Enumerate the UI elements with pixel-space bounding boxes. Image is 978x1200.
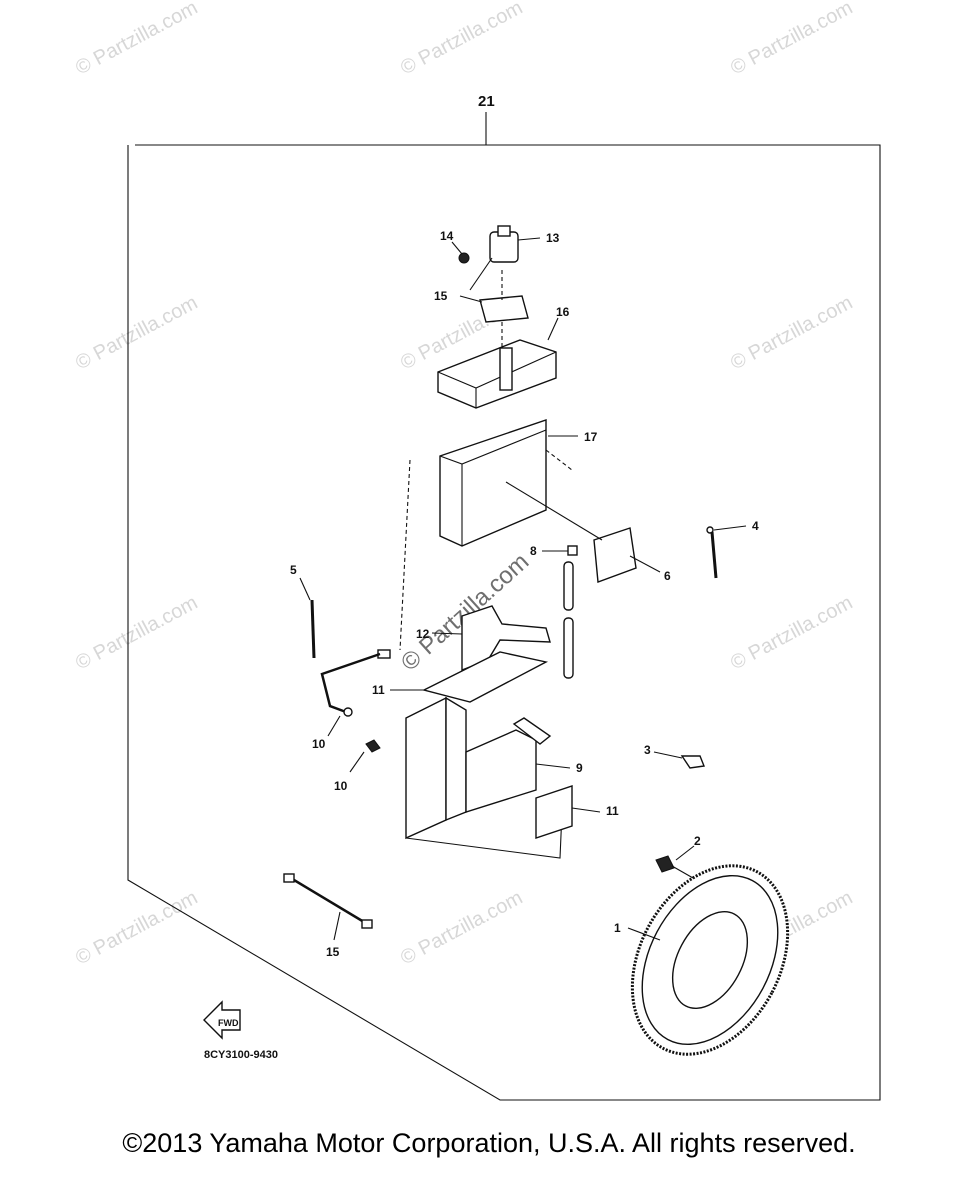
- battery-20: 17: [439, 419, 598, 547]
- callout-3: 3: [644, 743, 651, 757]
- sprocket-disc-1: 1: [614, 864, 790, 1056]
- watermark: © Partzilla.com: [397, 0, 526, 79]
- nut-8: 8: [530, 544, 578, 679]
- copyright-notice: ©2013 Yamaha Motor Corporation, U.S.A. A…: [122, 1128, 856, 1158]
- plate-11: 10 11: [535, 785, 619, 839]
- fwd-arrow-icon: FWD: [203, 1000, 241, 1040]
- callout-15-label: 15: [326, 945, 340, 959]
- pin-4: 4: [706, 519, 759, 579]
- lead-wire-14: 10: [312, 649, 391, 751]
- bolt-10: 10 10: [334, 739, 381, 793]
- fwd-label: FWD: [218, 1018, 239, 1028]
- callout-19: 15: [434, 289, 448, 303]
- cable-15: 12 15: [283, 873, 373, 959]
- callout-4: 4: [752, 519, 759, 533]
- assembly-frame: 21: [127, 93, 881, 1101]
- watermark: © Partzilla.com: [72, 887, 201, 970]
- callout-1: 1: [614, 921, 621, 935]
- callout-5: 5: [290, 563, 297, 577]
- callout-14: 10: [312, 737, 326, 751]
- watermark: © Partzilla.com: [72, 292, 201, 375]
- watermark: © Partzilla.com: [727, 292, 856, 375]
- callout-11-label: 11: [606, 804, 619, 818]
- callout-16: 13: [546, 231, 560, 245]
- bolt-2: 2: [655, 834, 701, 883]
- callout-6: 6: [664, 569, 671, 583]
- clip-3: 3: [644, 743, 705, 769]
- relay-part: 13: [469, 225, 560, 291]
- drawing-code: 8CY3100-9430: [204, 1049, 278, 1061]
- bracket-plate-19: 15: [434, 289, 529, 323]
- watermark: © Partzilla.com: [727, 592, 856, 675]
- callout-12: 11: [372, 683, 385, 697]
- rod-5: 5: [290, 563, 316, 659]
- battery-cover-18: 16: [437, 305, 570, 409]
- callout-21: 21: [478, 93, 495, 110]
- callout-2: 2: [694, 834, 701, 848]
- band-13: 12: [416, 605, 551, 672]
- callout-9: 9: [576, 761, 583, 775]
- pad-6: 6: [505, 481, 671, 583]
- callout-10-label: 10: [334, 779, 348, 793]
- watermark: © Partzilla.com: [72, 592, 201, 675]
- callout-8: 8: [530, 544, 537, 558]
- watermark: © Partzilla.com: [727, 0, 856, 79]
- callout-17: 14: [440, 229, 454, 243]
- watermark: © Partzilla.com: [72, 0, 201, 79]
- sheet-12: 11: [372, 651, 549, 703]
- bracket-9: 9: [405, 696, 583, 859]
- watermark: © Partzilla.com: [397, 887, 526, 970]
- guide-lines: [399, 270, 573, 651]
- callout-13: 12: [416, 627, 430, 641]
- callout-20: 17: [584, 430, 598, 444]
- screw-part-17: 14: [440, 229, 470, 264]
- callout-18: 16: [556, 305, 570, 319]
